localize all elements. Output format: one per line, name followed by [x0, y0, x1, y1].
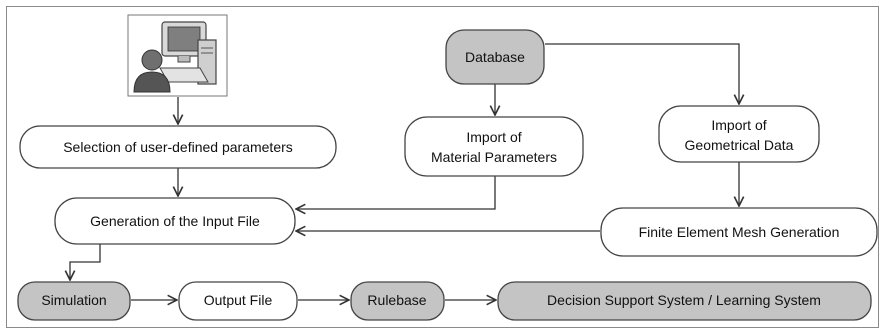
node-simulation-label: Simulation: [41, 292, 106, 308]
node-fem: Finite Element Mesh Generation: [600, 207, 878, 257]
node-output-file: Output File: [178, 281, 298, 321]
node-dss-label: Decision Support System / Learning Syste…: [547, 292, 821, 308]
node-selection-label: Selection of user-defined parameters: [63, 139, 293, 155]
node-simulation: Simulation: [17, 281, 131, 321]
node-generation-label: Generation of the Input File: [90, 213, 260, 229]
node-import-material-line2: Material Parameters: [431, 149, 557, 165]
node-database-label: Database: [465, 49, 525, 65]
node-output-file-label: Output File: [204, 292, 273, 308]
node-rulebase: Rulebase: [350, 281, 445, 321]
user-computer-icon: [127, 14, 228, 97]
node-import-material-line1: Import of: [466, 129, 521, 145]
node-rulebase-label: Rulebase: [367, 292, 426, 308]
node-import-geometry: Import of Geometrical Data: [658, 105, 820, 163]
node-generation: Generation of the Input File: [54, 197, 296, 245]
edge-generation-simulation: [70, 244, 101, 280]
node-selection: Selection of user-defined parameters: [19, 125, 337, 169]
node-import-geometry-line2: Geometrical Data: [685, 137, 794, 153]
node-import-geometry-line1: Import of: [711, 117, 766, 133]
node-fem-label: Finite Element Mesh Generation: [639, 224, 840, 240]
node-dss: Decision Support System / Learning Syste…: [497, 281, 872, 321]
node-import-material: Import of Material Parameters: [404, 116, 584, 177]
edge-database-geometry: [545, 43, 739, 104]
node-database: Database: [445, 29, 545, 85]
edge-material-generation: [296, 176, 496, 209]
